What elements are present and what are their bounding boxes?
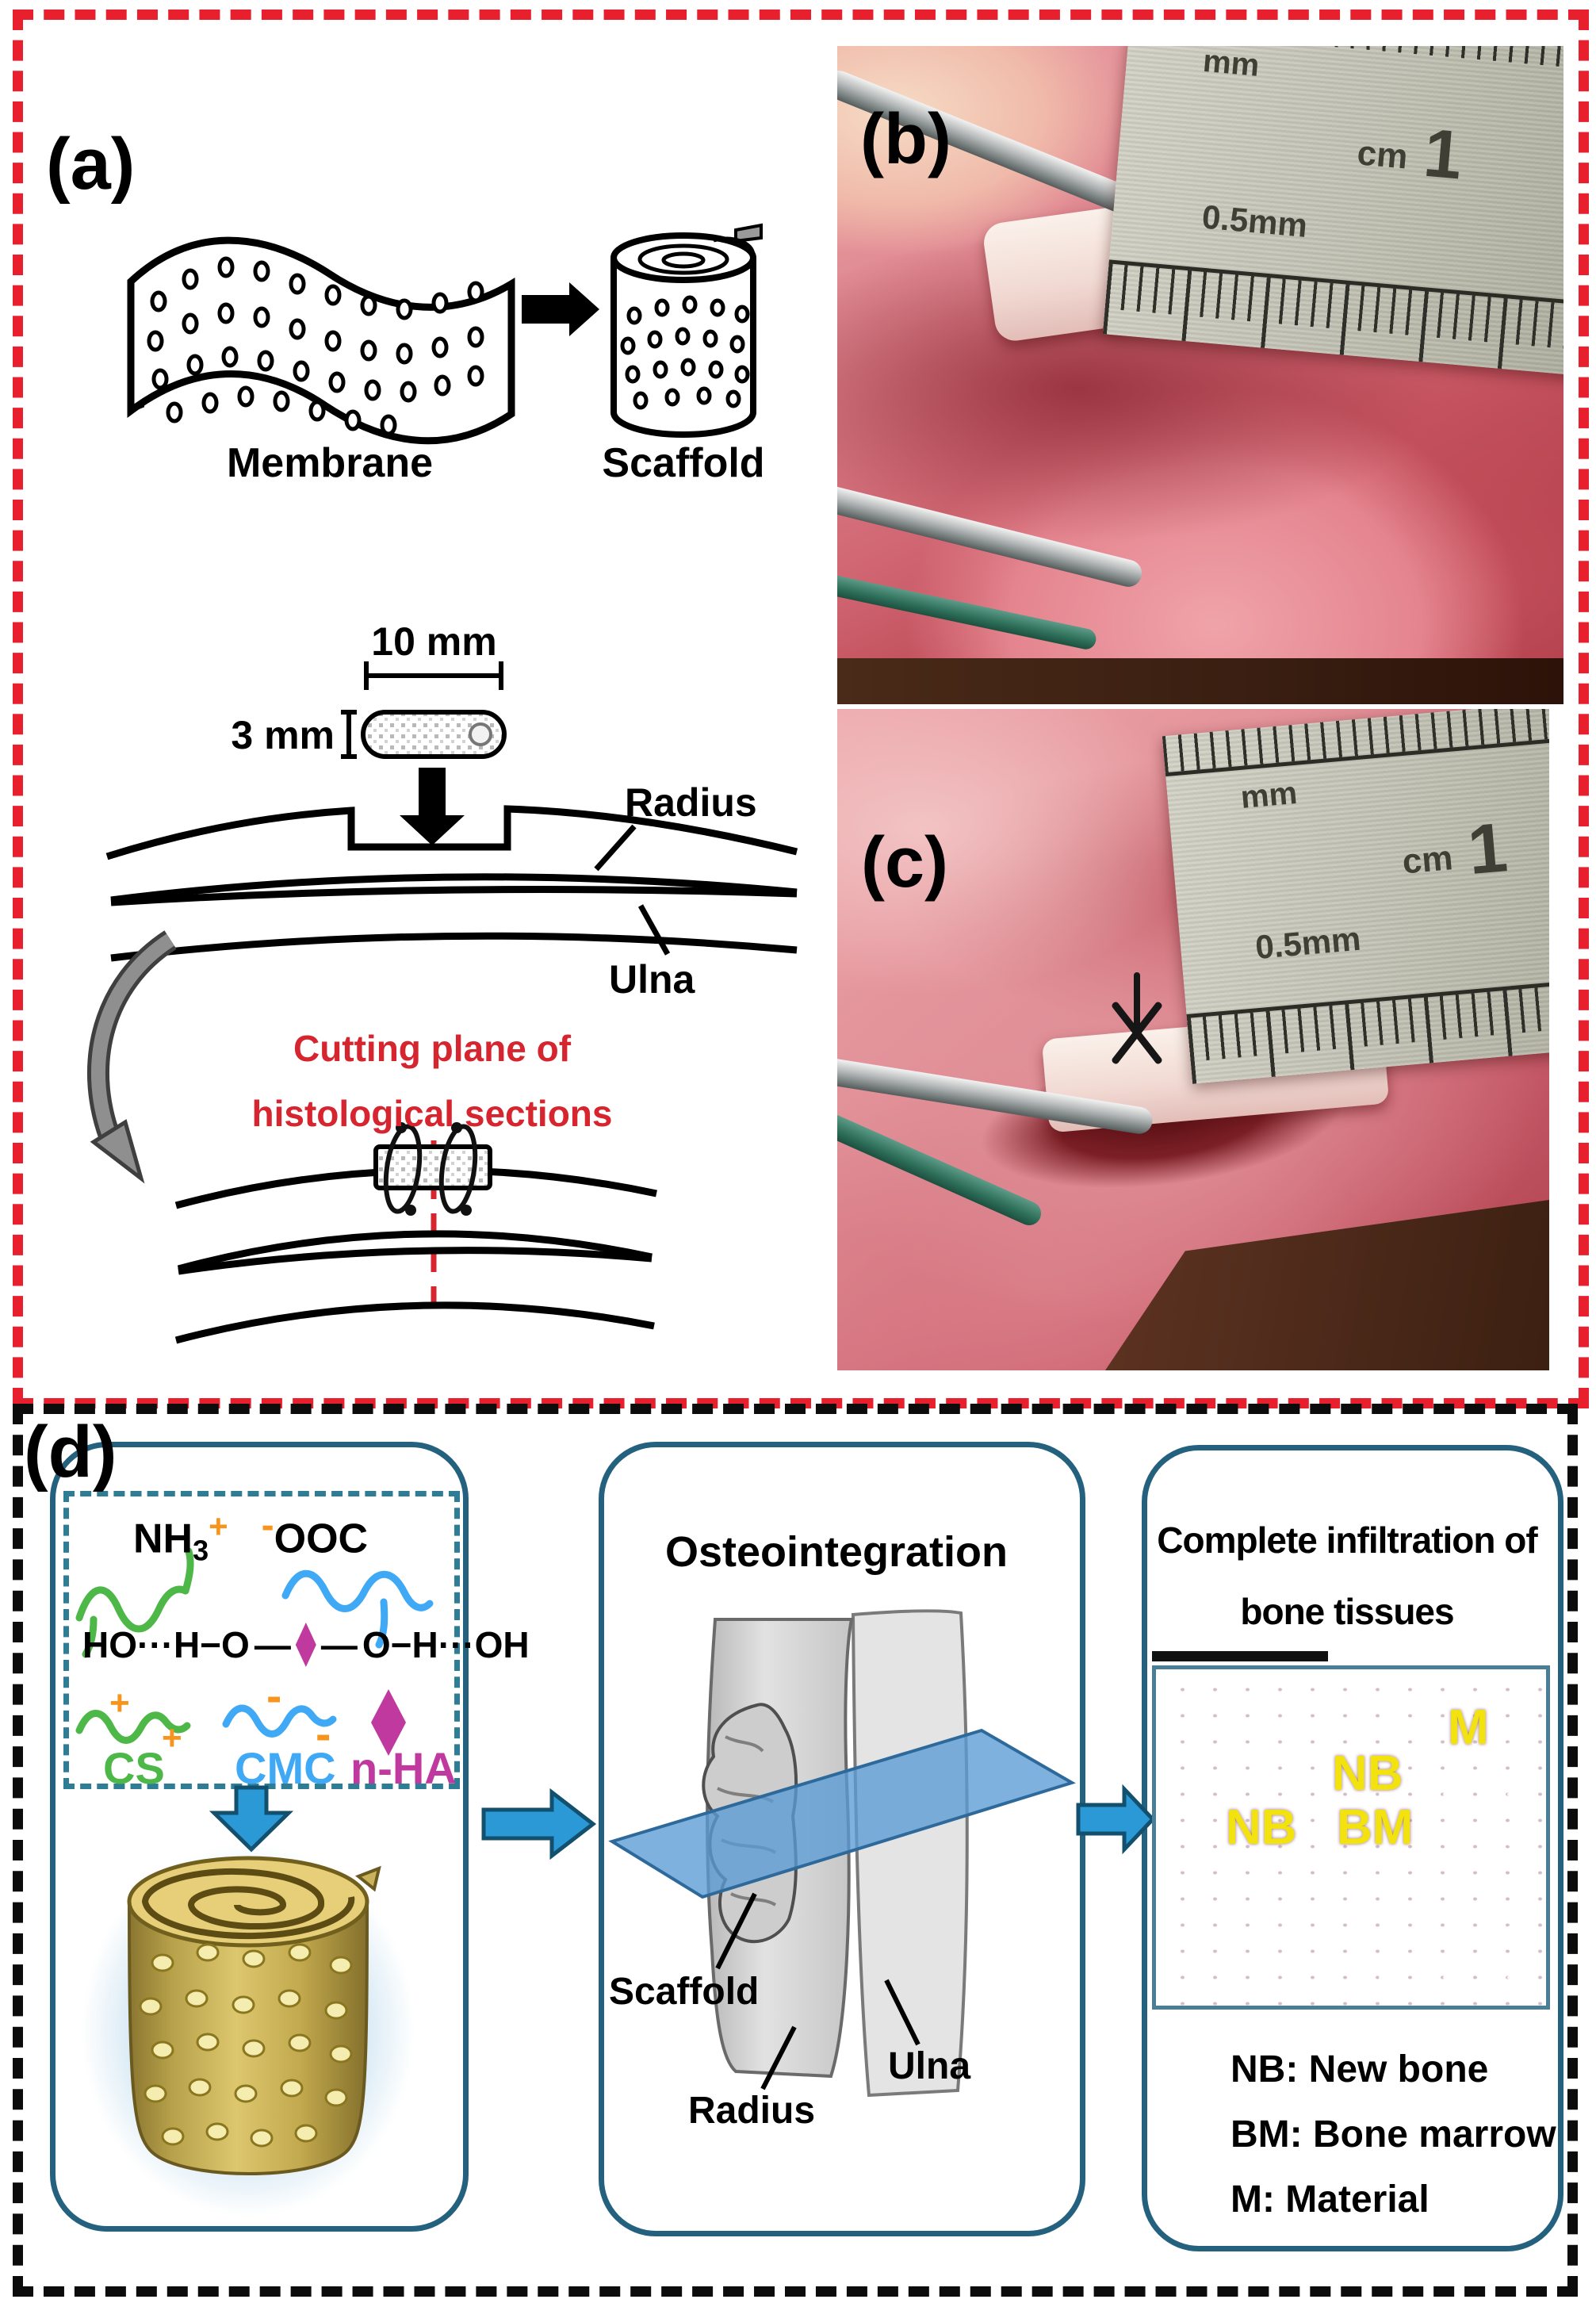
- flow-arrow-2-icon: [1076, 1784, 1156, 1855]
- chem-down-arrow-icon: [209, 1785, 294, 1853]
- nh-text: NH: [133, 1516, 193, 1562]
- dimension-capsule-group: [341, 661, 507, 759]
- infiltration-title-line2: bone tissues: [1240, 1591, 1454, 1632]
- membrane-to-scaffold-arrow-icon: [522, 282, 599, 336]
- histology-speckle: [1156, 1669, 1546, 2006]
- scale-bar: [1152, 1651, 1328, 1661]
- membrane-label: Membrane: [226, 440, 434, 486]
- scaffold-label-d: Scaffold: [609, 1971, 760, 2013]
- scaffold-3d-render: [82, 1844, 415, 2217]
- cutting-plane-line1: Cutting plane of: [293, 1028, 572, 1069]
- section-plane: [608, 1728, 1076, 1899]
- cmc-small-chain-curve: [222, 1704, 337, 1738]
- cmc-chain-curve: [281, 1569, 434, 1612]
- cmc-label: CMC: [235, 1743, 336, 1793]
- radius-label-d: Radius: [688, 2090, 816, 2132]
- panel-c-label: (c): [861, 823, 948, 902]
- new-bone-annotation-left: NB: [1226, 1800, 1297, 1855]
- ooc-minus-charge: -: [261, 1504, 274, 1546]
- roll-spiral: [141, 1868, 355, 1940]
- nh-subscript: 3: [193, 1534, 209, 1567]
- legend-nb: NB: New bone: [1230, 2048, 1489, 2090]
- dim-3mm-label: 3 mm: [231, 713, 335, 757]
- suture-x-left-icon: [1099, 972, 1175, 1071]
- black-dashed-frame: [13, 1404, 1578, 2297]
- radius-label-a: Radius: [625, 780, 757, 825]
- ulna-label-a: Ulna: [609, 957, 695, 1002]
- flow-arrow-1-icon: [481, 1788, 597, 1860]
- cmc-minus-2: -: [316, 1708, 331, 1760]
- osteointegration-title: Osteointegration: [664, 1528, 1009, 1576]
- hydrogen-bond-row: HO···H−O — — O−H···OH: [82, 1623, 530, 1667]
- cs-label: CS: [103, 1743, 165, 1793]
- nh3-ooc-formula: NH3+-OOC: [133, 1505, 368, 1566]
- forearm-bones-upper: [105, 805, 798, 962]
- bond-dash-left: —: [254, 1624, 291, 1665]
- membrane-pores: [147, 256, 484, 436]
- bond-dash-right: —: [320, 1624, 358, 1665]
- membrane-drawing: [127, 236, 515, 445]
- osteointegration-render: [608, 1609, 1076, 2098]
- bone-marrow-annotation: BM: [1337, 1800, 1414, 1855]
- panel-d-label: (d): [24, 1412, 117, 1493]
- nha-label: n-HA: [350, 1743, 457, 1793]
- hbond-right-text: O−H···OH: [362, 1624, 530, 1665]
- legend-bm: BM: Bone marrow: [1230, 2113, 1556, 2155]
- new-bone-annotation-center: NB: [1332, 1746, 1403, 1801]
- cutting-plane-line2: histological sections: [251, 1093, 613, 1134]
- panel-b-label: (b): [860, 100, 951, 179]
- surgery-photo-b: mm cm 1 0.5mm: [837, 46, 1563, 704]
- surgery-photo-c: mm cm 1 0.5mm: [837, 709, 1549, 1370]
- ulna-bone: [851, 1609, 969, 2098]
- implantation-down-arrow-icon: [400, 768, 465, 845]
- scaffold-roll-drawing: [610, 223, 763, 438]
- nh3-plus-charge: +: [209, 1508, 228, 1545]
- legend-m: M: Material: [1230, 2178, 1430, 2221]
- cs-small-chain-curve: [75, 1710, 191, 1744]
- cs-chain-curve: [75, 1585, 189, 1633]
- photo-b-dark-band: [837, 658, 1563, 704]
- panel-a-label: (a): [46, 124, 136, 205]
- infiltration-title-line1: Complete infiltration of: [1157, 1519, 1537, 1561]
- roll-pores: [139, 1943, 353, 2148]
- rotation-arrow-icon: [86, 930, 177, 1184]
- ooc-text: OOC: [274, 1516, 369, 1562]
- chemistry-chains: [75, 1547, 434, 1744]
- infiltration-box: [1142, 1445, 1563, 2251]
- ulna-label-d: Ulna: [888, 2045, 971, 2087]
- scaffold-label: Scaffold: [602, 440, 765, 486]
- cs-plus-2: +: [162, 1719, 182, 1757]
- material-annotation: M: [1448, 1700, 1489, 1755]
- nha-diamond-inline-icon: [295, 1623, 316, 1667]
- forearm-bones-lower: [174, 1122, 657, 1344]
- hbond-left-text: HO···H−O: [82, 1624, 250, 1665]
- cs-plus-1: +: [109, 1684, 130, 1722]
- scaffold-roll-pores: [620, 295, 750, 410]
- nha-diamond-icon: [371, 1689, 406, 1756]
- histology-image: M NB NB BM: [1152, 1665, 1550, 2010]
- cmc-minus-1: -: [266, 1670, 282, 1722]
- dim-10mm-label: 10 mm: [371, 619, 497, 664]
